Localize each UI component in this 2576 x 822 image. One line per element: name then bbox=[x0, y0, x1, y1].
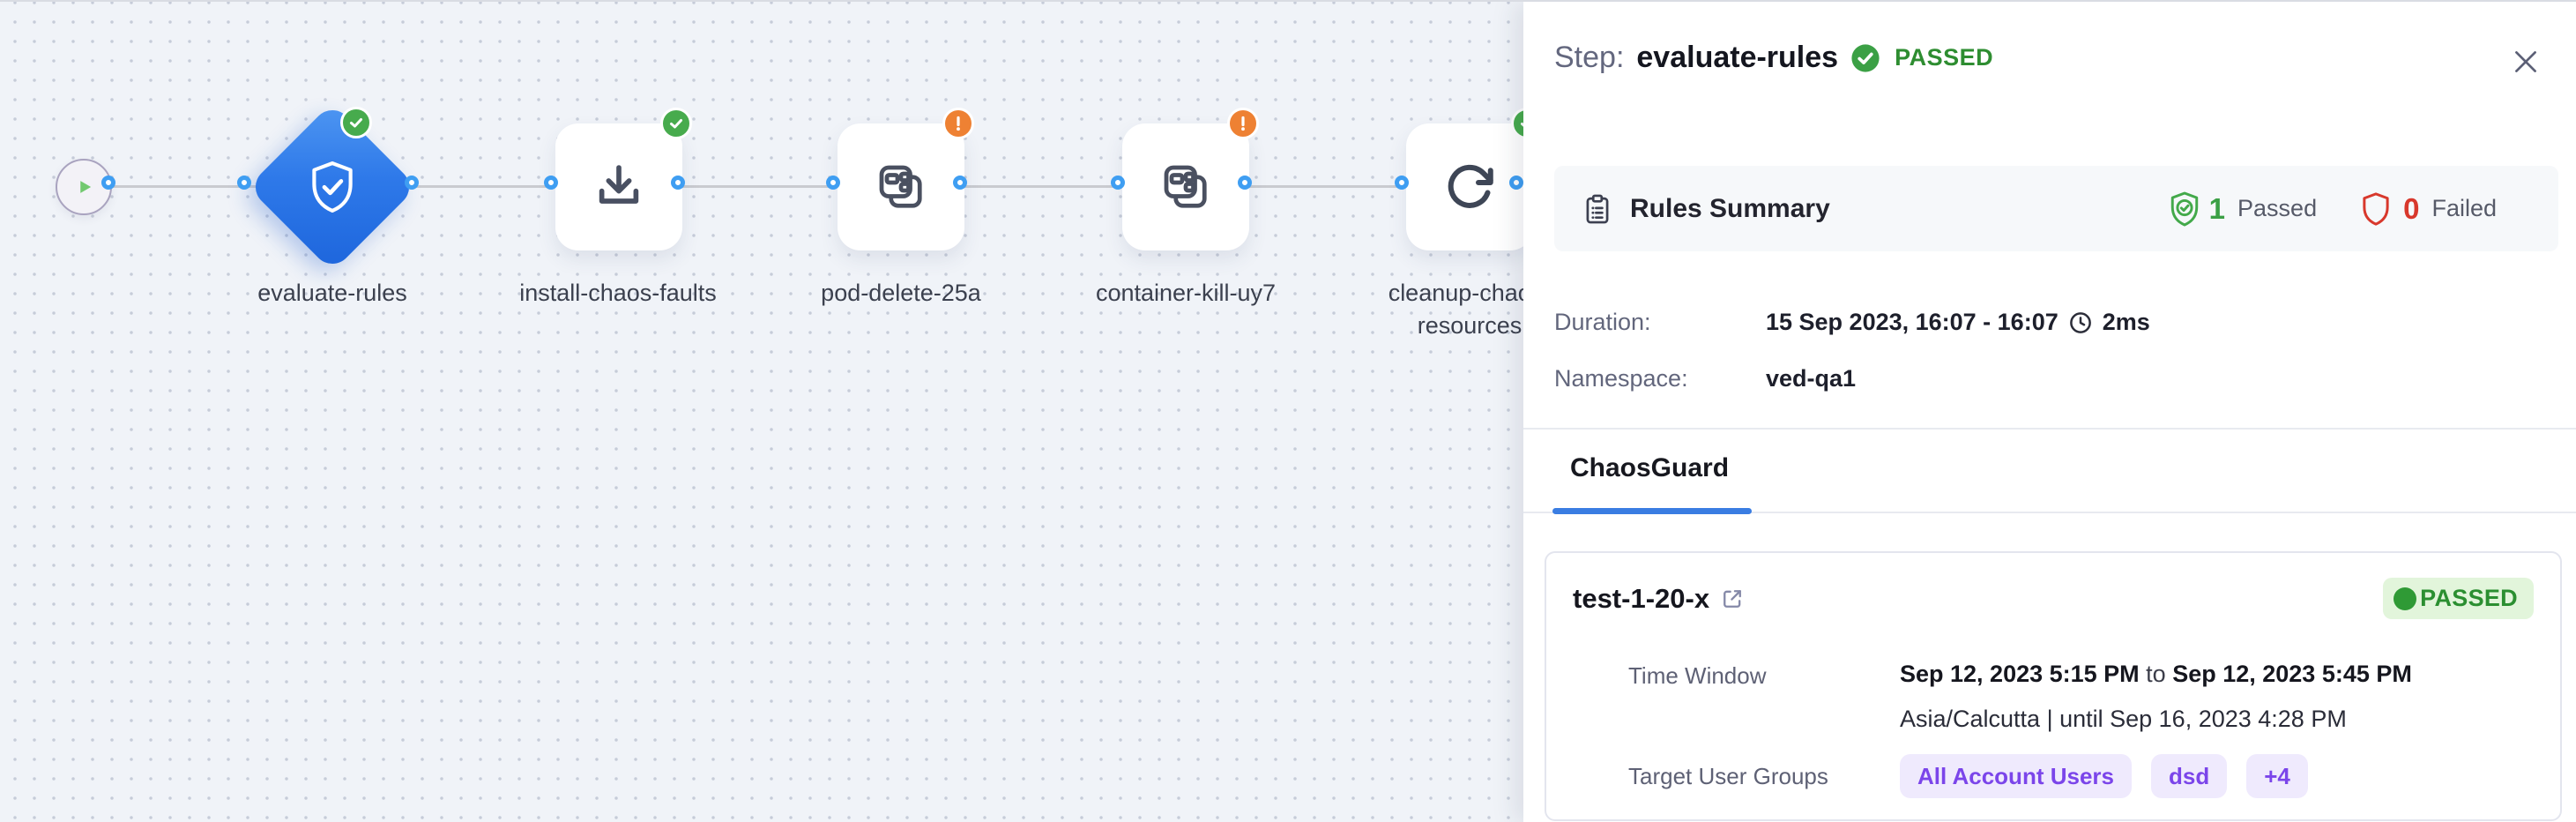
connector-port bbox=[237, 176, 251, 190]
node-status-passed-icon bbox=[660, 108, 692, 139]
namespace-label: Namespace: bbox=[1554, 365, 1688, 392]
shield-passed-icon bbox=[2165, 190, 2204, 228]
node-container-kill-uy7[interactable] bbox=[1122, 123, 1249, 250]
chaosguard-condition-card: test-1-20-x PASSED Time Window Sep 12, 2… bbox=[1545, 551, 2562, 821]
node-status-warning-icon bbox=[942, 108, 974, 139]
connector-port bbox=[953, 176, 967, 190]
node-label: install-chaos-faults bbox=[519, 280, 717, 306]
step-details-panel: Step: evaluate-rules PASSED Rules Summar… bbox=[1523, 2, 2576, 822]
guard-status-badge: PASSED bbox=[2383, 578, 2534, 619]
rules-summary-title: Rules Summary bbox=[1630, 193, 1830, 223]
node-status-passed-icon bbox=[340, 107, 372, 138]
download-icon bbox=[592, 160, 646, 214]
step-name: evaluate-rules bbox=[1636, 41, 1839, 74]
duration-range: 15 Sep 2023, 16:07 - 16:07 bbox=[1766, 309, 2059, 335]
pipeline-edge bbox=[84, 185, 1523, 188]
timezone-info: Asia/Calcutta | until Sep 16, 2023 4:28 … bbox=[1900, 706, 2347, 732]
section-divider bbox=[1523, 428, 2576, 430]
failed-label: Failed bbox=[2431, 195, 2497, 221]
clock-icon bbox=[2067, 310, 2094, 336]
connector-port bbox=[101, 176, 115, 190]
tab-chaosguard[interactable]: ChaosGuard bbox=[1570, 453, 1730, 482]
play-icon bbox=[71, 174, 97, 200]
close-icon[interactable] bbox=[2509, 44, 2544, 79]
user-group-badge[interactable]: dsd bbox=[2150, 754, 2228, 798]
clipboard-icon bbox=[1581, 192, 1614, 226]
connector-port bbox=[405, 176, 419, 190]
failed-count: 0 bbox=[2403, 191, 2420, 225]
user-group-badge[interactable]: All Account Users bbox=[1900, 754, 2132, 798]
passed-label: Passed bbox=[2237, 195, 2318, 221]
rules-summary-counts: 1 Passed 0 Failed bbox=[2165, 190, 2497, 228]
rules-summary-bar: Rules Summary 1 Passed bbox=[1554, 166, 2558, 251]
namespace-row: Namespace: ved-qa1 bbox=[1554, 365, 1856, 392]
connector-port bbox=[544, 176, 558, 190]
duration-row: Duration: 15 Sep 2023, 16:07 - 16:07 2ms bbox=[1554, 309, 2150, 336]
connector-port bbox=[1509, 176, 1523, 190]
node-label: container-kill-uy7 bbox=[1095, 280, 1277, 306]
passed-check-icon bbox=[1850, 43, 1880, 73]
step-status-badge: PASSED bbox=[1895, 44, 1994, 71]
node-status-warning-icon bbox=[1227, 108, 1259, 139]
node-label: pod-delete-25a bbox=[821, 280, 981, 306]
connector-port bbox=[1395, 176, 1409, 190]
pipeline-start-node[interactable] bbox=[56, 159, 112, 215]
shield-failed-icon bbox=[2357, 191, 2394, 228]
guard-condition-name: test-1-20-x bbox=[1573, 582, 1710, 614]
duration-label: Duration: bbox=[1554, 309, 1651, 335]
node-evaluate-rules[interactable] bbox=[247, 101, 418, 273]
node-install-chaos-faults[interactable] bbox=[555, 123, 682, 250]
target-user-groups: All Account Users dsd +4 bbox=[1900, 754, 2308, 798]
node-label: evaluate-rules bbox=[257, 280, 407, 306]
active-tab-underline bbox=[1552, 508, 1752, 514]
connector-port bbox=[1238, 176, 1252, 190]
time-window-label: Time Window bbox=[1628, 662, 1767, 689]
connector-port bbox=[826, 176, 840, 190]
chaos-fault-icon bbox=[875, 161, 927, 213]
node-pod-delete-25a[interactable] bbox=[838, 123, 964, 250]
step-prefix-label: Step: bbox=[1554, 41, 1625, 74]
retry-icon bbox=[1443, 161, 1496, 213]
external-link-icon[interactable] bbox=[1720, 587, 1745, 611]
duration-elapsed: 2ms bbox=[2102, 309, 2150, 335]
step-header: Step: evaluate-rules PASSED bbox=[1554, 41, 1993, 75]
chaos-fault-icon bbox=[1159, 161, 1212, 213]
status-dot-icon bbox=[2394, 587, 2417, 610]
pipeline-canvas[interactable]: evaluate-rules install-chaos-faults bbox=[0, 2, 1551, 822]
passed-count: 1 bbox=[2208, 191, 2226, 225]
connector-port bbox=[671, 176, 685, 190]
user-group-badge[interactable]: +4 bbox=[2246, 754, 2308, 798]
namespace-value: ved-qa1 bbox=[1766, 365, 1857, 392]
time-window-value: Sep 12, 2023 5:15 PM to Sep 12, 2023 5:4… bbox=[1900, 661, 2412, 687]
target-user-groups-label: Target User Groups bbox=[1628, 763, 1828, 789]
shield-check-icon bbox=[303, 158, 361, 216]
tab-bar-divider bbox=[1523, 512, 2576, 513]
connector-port bbox=[1111, 176, 1125, 190]
